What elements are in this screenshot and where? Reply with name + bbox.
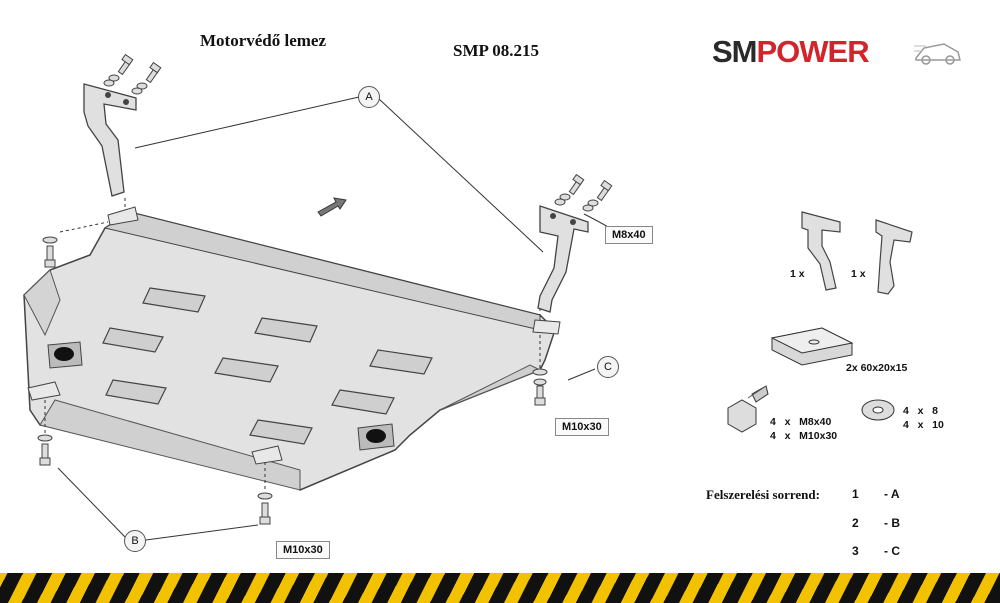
bracket-a-left (83, 83, 137, 197)
bolt-spec-m8: 4 x M8x40 (770, 416, 832, 428)
skid-plate (23, 197, 561, 491)
brand-suffix: POWER (756, 34, 870, 69)
product-code: SMP 08.215 (453, 41, 539, 60)
parts-washer-icon (861, 399, 895, 421)
plate-recesses (102, 287, 433, 445)
sequence-step-1-code: - A (884, 487, 900, 501)
washer-spec-10: 4 x 10 (903, 419, 944, 431)
sequence-step-3-code: - C (884, 544, 900, 558)
callout-b: B (124, 530, 146, 552)
bolt-label-right: M10x30 (555, 418, 609, 436)
bolt-spec-m10: 4 x M10x30 (770, 430, 838, 442)
bolts-lower (37, 236, 548, 525)
mounting-tabs (27, 206, 561, 465)
car-outline-icon (914, 43, 961, 65)
bracket-right-qty: 1 x (851, 268, 866, 280)
spacer-block (770, 327, 854, 366)
direction-arrow-icon (317, 197, 347, 217)
bracket-a-right (537, 205, 589, 313)
brand-prefix: SM (712, 34, 757, 69)
sequence-step-2-num: 2 (852, 516, 859, 530)
drain-holes (47, 341, 395, 451)
parts-bolt-icon (727, 385, 769, 433)
skid-plate-diagram (23, 53, 913, 541)
parts-brackets (801, 211, 913, 295)
hazard-stripe (0, 573, 1000, 603)
washer-spec-8: 4 x 8 (903, 405, 939, 417)
sequence-label: Felszerelési sorrend: (706, 487, 820, 502)
sequence-step-2-code: - B (884, 516, 900, 530)
sequence-step-3-num: 3 (852, 544, 859, 558)
diagram-title: Motorvédő lemez (200, 31, 327, 50)
sequence-step-1-num: 1 (852, 487, 859, 501)
spacer-spec: 2x 60x20x15 (846, 362, 908, 374)
callout-c: C (597, 356, 619, 378)
bolt-label-bottom: M10x30 (276, 541, 330, 559)
leader-lines (57, 96, 596, 541)
callout-a: A (358, 86, 380, 108)
bolt-label-top-right: M8x40 (605, 226, 653, 244)
brand-logo: SMPOWER (712, 34, 962, 70)
bolts-top-right (554, 173, 613, 229)
bracket-left-qty: 1 x (790, 268, 805, 280)
bolts-top-left (103, 53, 162, 95)
